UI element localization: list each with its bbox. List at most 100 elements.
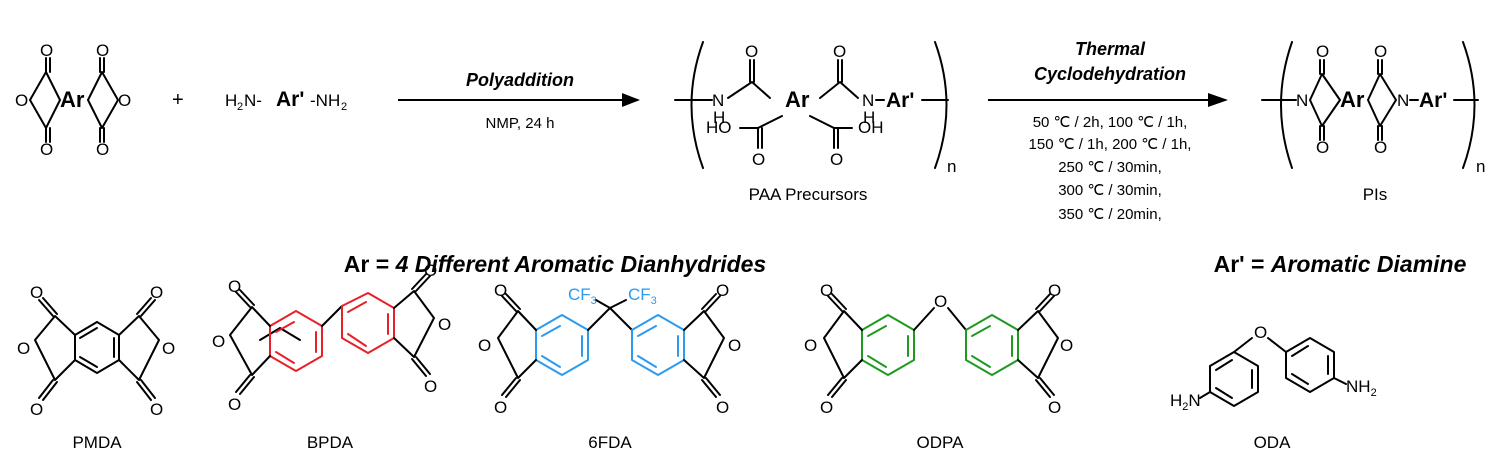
- carbonyl-o: O: [96, 140, 109, 159]
- pmda-o: O: [30, 400, 43, 419]
- paa-h-right: H: [863, 108, 875, 127]
- 6fda-o: O: [716, 281, 729, 300]
- oda-label: ODA: [1254, 433, 1292, 452]
- 6fda-o: O: [728, 336, 741, 355]
- paa-oh-right: OH: [858, 118, 884, 137]
- pmda-o: O: [17, 339, 30, 358]
- diamine-n2-sub: 2: [341, 101, 347, 113]
- bpda-o: O: [438, 315, 451, 334]
- pi-n-left: N: [1296, 91, 1308, 110]
- pi-structure: N O O Ar O O N Ar' n PIs: [1261, 41, 1485, 204]
- carbonyl-o: O: [40, 140, 53, 159]
- 6fda-o: O: [494, 398, 507, 417]
- paa-o: O: [752, 150, 765, 169]
- pi-o: O: [1374, 138, 1387, 157]
- paa-n-subscript: n: [947, 157, 956, 176]
- generic-dianhydride: O O O Ar O O O: [15, 41, 131, 159]
- odpa-o: O: [1060, 336, 1073, 355]
- diamine-heading: Ar' = Aromatic Diamine: [1214, 251, 1467, 277]
- 6fda-cf3-right: CF3: [628, 285, 657, 307]
- paa-n-right: N: [862, 91, 874, 110]
- paa-o: O: [833, 42, 846, 61]
- diamine-h: H: [225, 91, 237, 110]
- pmda-o: O: [150, 283, 163, 302]
- bpda-structure: O O O O O O BPDA: [212, 261, 451, 452]
- diamine-h-sub: 2: [237, 101, 243, 113]
- odpa-o: O: [820, 398, 833, 417]
- odpa-o: O: [1048, 281, 1061, 300]
- bpda-o: O: [228, 277, 241, 296]
- diamine-heading-prefix: Ar' =: [1214, 251, 1271, 277]
- diamine-n1: N-: [244, 91, 262, 110]
- pi-ar-prime: Ar': [1419, 89, 1447, 112]
- 6fda-cf3-left: CF3: [568, 285, 597, 307]
- dianhydride-heading-prefix: Ar =: [344, 251, 396, 277]
- condition-line: 50 ℃ / 2h, 100 ℃ / 1h,: [1033, 114, 1188, 131]
- 6fda-o: O: [478, 336, 491, 355]
- odpa-structure: O O O O O O O ODPA: [804, 281, 1073, 452]
- bpda-label: BPDA: [307, 433, 354, 452]
- diamine-n2: -NH: [310, 91, 340, 110]
- odpa-o: O: [820, 281, 833, 300]
- oda-bridge-o: O: [1254, 323, 1267, 342]
- odpa-o: O: [1048, 398, 1061, 417]
- bpda-o: O: [212, 332, 225, 351]
- condition-line: 150 ℃ / 1h, 200 ℃ / 1h,: [1029, 136, 1192, 153]
- bpda-o: O: [228, 395, 241, 414]
- 6fda-o: O: [716, 398, 729, 417]
- paa-ar-prime: Ar': [886, 89, 914, 112]
- polyaddition-title: Polyaddition: [466, 70, 574, 90]
- pi-o: O: [1316, 42, 1329, 61]
- oda-right-amine: NH2: [1346, 377, 1377, 399]
- polyaddition-condition: NMP, 24 h: [486, 115, 555, 132]
- pi-n-subscript: n: [1476, 157, 1485, 176]
- paa-n-left: N: [712, 91, 724, 110]
- 6fda-structure: O O O CF3 CF3 O O O 6FDA: [478, 281, 741, 452]
- oda-structure: O H2N NH2 ODA: [1170, 323, 1377, 452]
- dianhydride-heading: Ar = 4 Different Aromatic Dianhydrides: [344, 251, 766, 277]
- paa-oh-left: HO: [706, 118, 732, 137]
- paa-ar: Ar: [785, 87, 810, 112]
- diamine-heading-text: Aromatic Diamine: [1270, 251, 1467, 277]
- generic-diamine: H 2 N- Ar' -NH 2: [225, 88, 347, 113]
- thermal-title: Thermal: [1075, 39, 1146, 59]
- paa-structure: N H O Ar O N H Ar' HO O OH O n PAA Precu…: [674, 41, 956, 204]
- plus-sign: +: [172, 89, 184, 111]
- 6fda-label: 6FDA: [588, 433, 632, 452]
- ring-o: O: [118, 91, 131, 110]
- ar-label: Ar: [60, 87, 85, 112]
- bpda-o: O: [424, 261, 437, 280]
- cyclodehydration-title: Cyclodehydration: [1034, 64, 1186, 84]
- condition-line: 250 ℃ / 30min,: [1058, 159, 1162, 176]
- cyclodehydration-arrow: Thermal Cyclodehydration 50 ℃ / 2h, 100 …: [988, 39, 1228, 223]
- dianhydride-heading-text: 4 Different Aromatic Dianhydrides: [395, 251, 767, 277]
- paa-o: O: [830, 150, 843, 169]
- pmda-label: PMDA: [72, 433, 122, 452]
- paa-h-left: H: [713, 108, 725, 127]
- polyaddition-arrow: Polyaddition NMP, 24 h: [398, 70, 640, 132]
- ring-o: O: [15, 91, 28, 110]
- paa-o: O: [745, 42, 758, 61]
- oda-left-amine: H2N: [1170, 391, 1201, 413]
- condition-line: 300 ℃ / 30min,: [1058, 182, 1162, 199]
- pi-label: PIs: [1363, 185, 1388, 204]
- odpa-label: ODPA: [917, 433, 965, 452]
- carbonyl-o: O: [96, 41, 109, 60]
- pmda-o: O: [30, 283, 43, 302]
- pmda-o: O: [150, 400, 163, 419]
- carbonyl-o: O: [40, 41, 53, 60]
- 6fda-o: O: [494, 281, 507, 300]
- pi-o: O: [1374, 42, 1387, 61]
- diamine-ar: Ar': [276, 88, 304, 111]
- condition-line: 350 ℃ / 20min,: [1058, 206, 1162, 223]
- odpa-o: O: [804, 336, 817, 355]
- pmda-structure: O O O O O O PMDA: [17, 283, 175, 452]
- odpa-bridge-o: O: [934, 292, 947, 311]
- paa-label: PAA Precursors: [749, 185, 868, 204]
- bpda-o: O: [424, 377, 437, 396]
- pi-n-right: N: [1397, 91, 1409, 110]
- pmda-o: O: [162, 339, 175, 358]
- pi-ar: Ar: [1340, 87, 1365, 112]
- pi-o: O: [1316, 138, 1329, 157]
